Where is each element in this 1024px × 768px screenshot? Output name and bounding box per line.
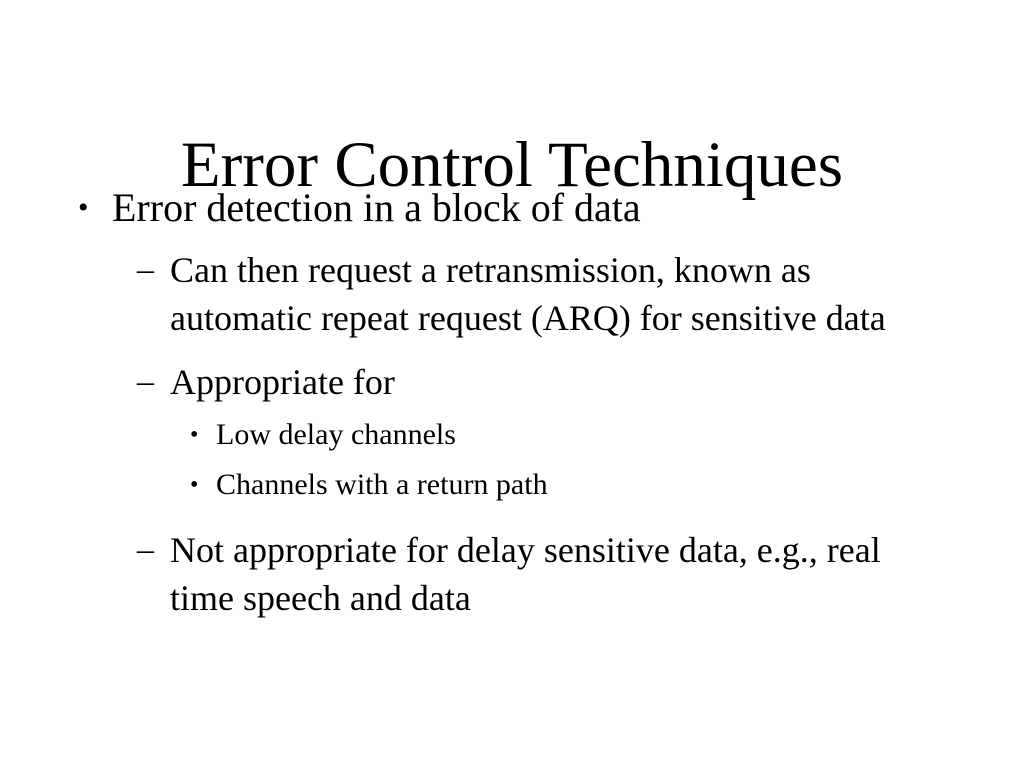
bullet-dot-icon: • [190,422,199,448]
bullet-level3-return-path: • Channels with a return path [78,460,908,510]
bullet-label: Can then request a retransmission, known… [170,250,886,338]
bullet-label: Error detection in a block of data [112,185,641,230]
bullet-label: Channels with a return path [216,468,548,501]
bullet-dash-icon: – [137,363,154,400]
bullet-level2-arq: – Can then request a retransmission, kno… [78,246,908,342]
bullet-label: Appropriate for [170,362,395,402]
bullet-label: Low delay channels [216,418,456,451]
bullet-level1-error-detection: • Error detection in a block of data [78,182,908,234]
slide-title: Error Control Techniques [180,128,844,201]
bullet-dot-icon: • [78,191,89,224]
bullet-level2-appropriate-for: – Appropriate for [78,358,908,406]
bullet-dash-icon: – [137,251,154,288]
bullet-label: Not appropriate for delay sensitive data… [170,530,881,618]
bullet-level3-low-delay-channels: • Low delay channels [78,410,908,460]
slide-body-outline: • Error detection in a block of data – C… [78,182,908,626]
bullet-dot-icon: • [190,472,199,498]
bullet-dash-icon: – [137,531,154,568]
bullet-level2-not-appropriate: – Not appropriate for delay sensitive da… [78,526,908,622]
